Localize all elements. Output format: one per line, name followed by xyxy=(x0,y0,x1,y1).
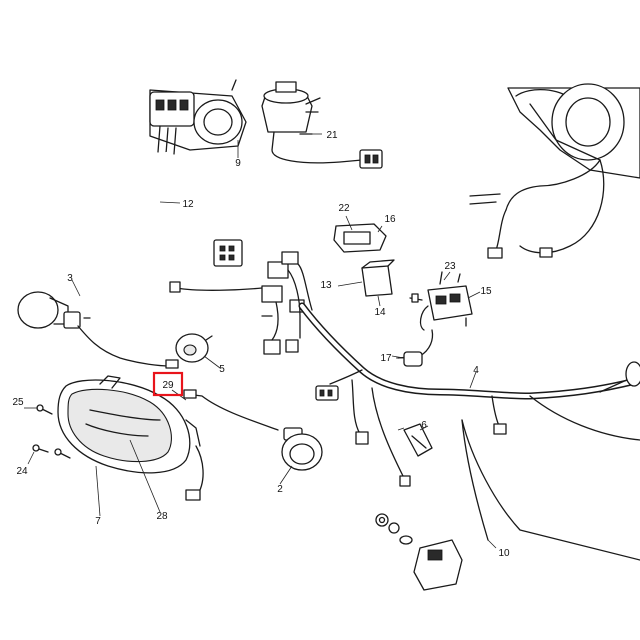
part-6-switch-sensor xyxy=(397,423,433,457)
callout-29: 29 xyxy=(162,380,174,391)
callout-2: 2 xyxy=(277,484,283,495)
callout-22: 22 xyxy=(338,203,350,214)
callout-23: 23 xyxy=(444,261,456,272)
callout-12: 12 xyxy=(182,199,194,210)
part-3-left-indicator xyxy=(17,291,179,369)
callout-6: 6 xyxy=(421,420,427,431)
part-4-main-harness xyxy=(298,302,640,561)
callout-13: 13 xyxy=(320,280,332,291)
callout-25: 25 xyxy=(12,397,24,408)
part-9-switch-assembly xyxy=(149,79,247,155)
callout-24: 24 xyxy=(16,466,28,477)
part-10-component xyxy=(375,513,463,591)
leader-lines xyxy=(24,133,497,549)
part-2-right-indicator xyxy=(183,389,323,471)
engine-section xyxy=(469,83,640,259)
callout-21: 21 xyxy=(326,130,338,141)
part-21-ignition-unit xyxy=(261,81,383,169)
part-16-relay xyxy=(333,215,387,253)
part-17-plug-cap xyxy=(396,329,434,367)
part-5-horn xyxy=(175,333,213,363)
callout-7: 7 xyxy=(95,516,101,527)
central-connector-cluster xyxy=(169,251,313,355)
callout-16: 16 xyxy=(384,214,396,225)
callout-5: 5 xyxy=(219,364,225,375)
callout-14: 14 xyxy=(374,307,386,318)
callout-4: 4 xyxy=(473,365,479,376)
part-12-harness xyxy=(123,151,243,267)
part-7-headlamp xyxy=(57,375,204,501)
part-25-screw xyxy=(36,404,71,459)
callout-labels: 9 12 21 22 16 13 14 23 15 17 3 5 4 6 2 7… xyxy=(12,130,510,559)
highlight-box xyxy=(152,371,184,397)
callout-15: 15 xyxy=(480,286,492,297)
part-14-flasher xyxy=(337,259,395,307)
callout-10: 10 xyxy=(498,548,510,559)
callout-17: 17 xyxy=(380,353,392,364)
callout-28: 28 xyxy=(156,511,168,522)
callout-3: 3 xyxy=(67,273,73,284)
callout-9: 9 xyxy=(235,158,241,169)
part-24-screw xyxy=(32,444,49,453)
part-15-regulator xyxy=(409,271,473,331)
